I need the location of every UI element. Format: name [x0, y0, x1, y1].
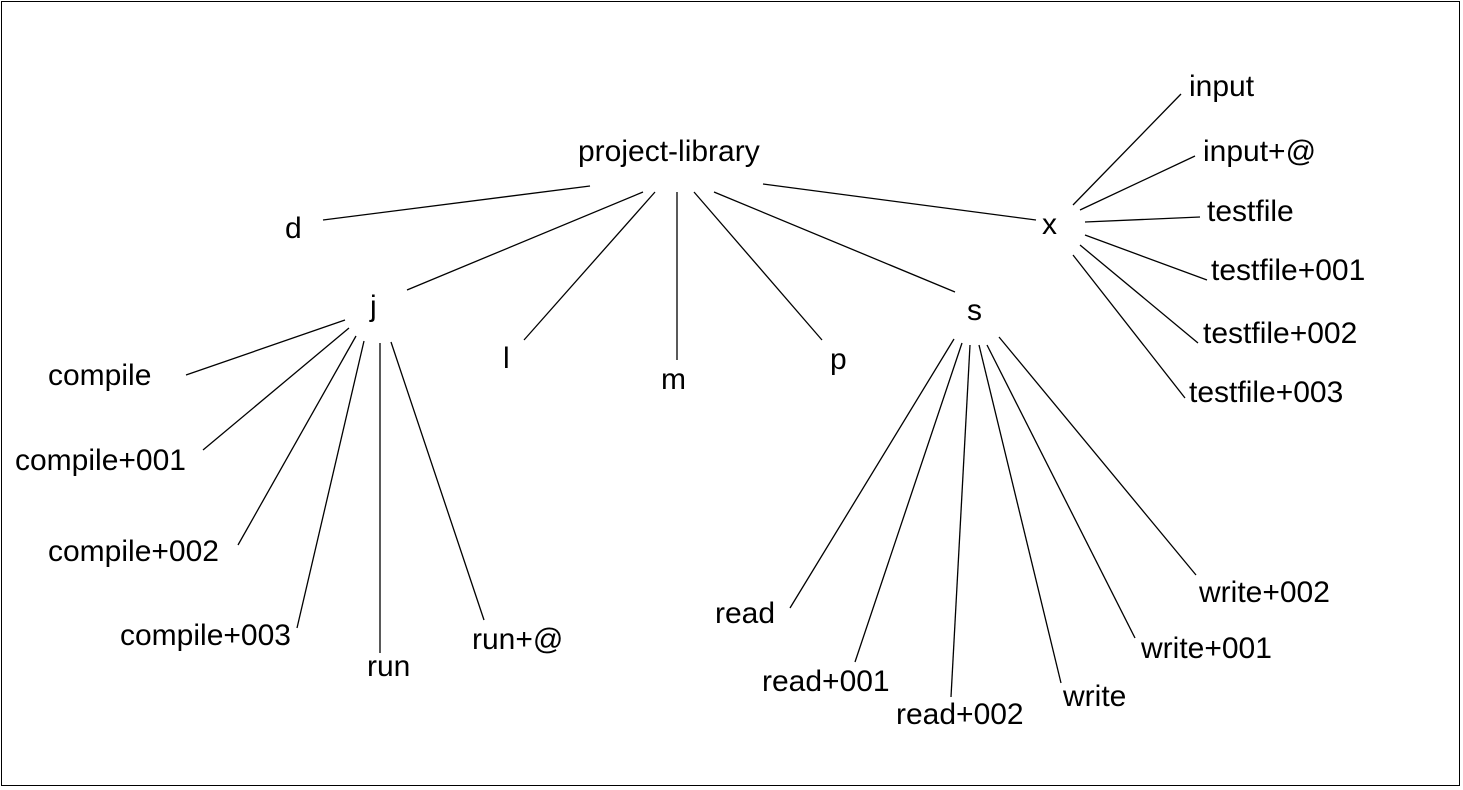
node-compile-002: compile+002	[48, 535, 219, 568]
edge-s-read-001	[854, 342, 963, 663]
node-d: d	[285, 212, 302, 245]
node-read-001: read+001	[762, 665, 890, 698]
edge-root-p	[693, 191, 823, 341]
node-write: write	[1063, 680, 1127, 713]
node-m: m	[661, 363, 686, 396]
node-read: read	[715, 597, 776, 630]
node-input-at: input+@	[1203, 135, 1317, 168]
node-write-001: write+001	[1141, 632, 1272, 665]
node-testfile: testfile	[1207, 195, 1294, 228]
edge-x-input-at	[1079, 155, 1196, 211]
edge-s-write	[978, 344, 1062, 684]
edge-root-s	[713, 191, 956, 293]
node-j: j	[370, 290, 377, 323]
edge-root-x	[762, 183, 1037, 221]
node-compile-001: compile+001	[15, 444, 186, 477]
node-testfile-003: testfile+003	[1189, 376, 1344, 409]
node-testfile-001: testfile+001	[1211, 254, 1366, 287]
node-compile: compile	[48, 359, 152, 392]
node-s: s	[967, 294, 982, 327]
node-x: x	[1042, 208, 1057, 241]
node-l: l	[503, 342, 510, 375]
node-compile-003: compile+003	[120, 619, 291, 652]
edge-s-read	[789, 338, 955, 609]
edge-s-read-002	[950, 344, 971, 698]
node-p: p	[830, 343, 847, 376]
edge-s-write-002	[998, 336, 1197, 576]
edge-root-d	[322, 185, 591, 221]
edge-x-input	[1072, 93, 1182, 206]
node-run: run	[367, 650, 411, 683]
edge-j-compile-001	[202, 327, 350, 451]
edge-x-testfile-001	[1084, 234, 1208, 281]
edge-x-testfile	[1084, 216, 1201, 223]
node-testfile-002: testfile+002	[1203, 317, 1358, 350]
edge-x-testfile-002	[1079, 244, 1199, 344]
edge-root-l	[523, 191, 656, 341]
edge-s-write-001	[986, 344, 1136, 639]
node-input: input	[1189, 70, 1255, 103]
node-read-002: read+002	[896, 698, 1024, 731]
edge-j-compile-003	[296, 340, 365, 629]
edge-j-run-at	[390, 341, 485, 621]
node-write-002: write+002	[1199, 576, 1330, 609]
edge-x-testfile-003	[1072, 254, 1186, 399]
edge-j-compile-002	[237, 335, 357, 546]
edge-j-compile	[185, 319, 346, 376]
node-run-at: run+@	[472, 623, 564, 656]
node-root: project-library	[578, 135, 760, 168]
edge-root-j	[406, 191, 644, 291]
